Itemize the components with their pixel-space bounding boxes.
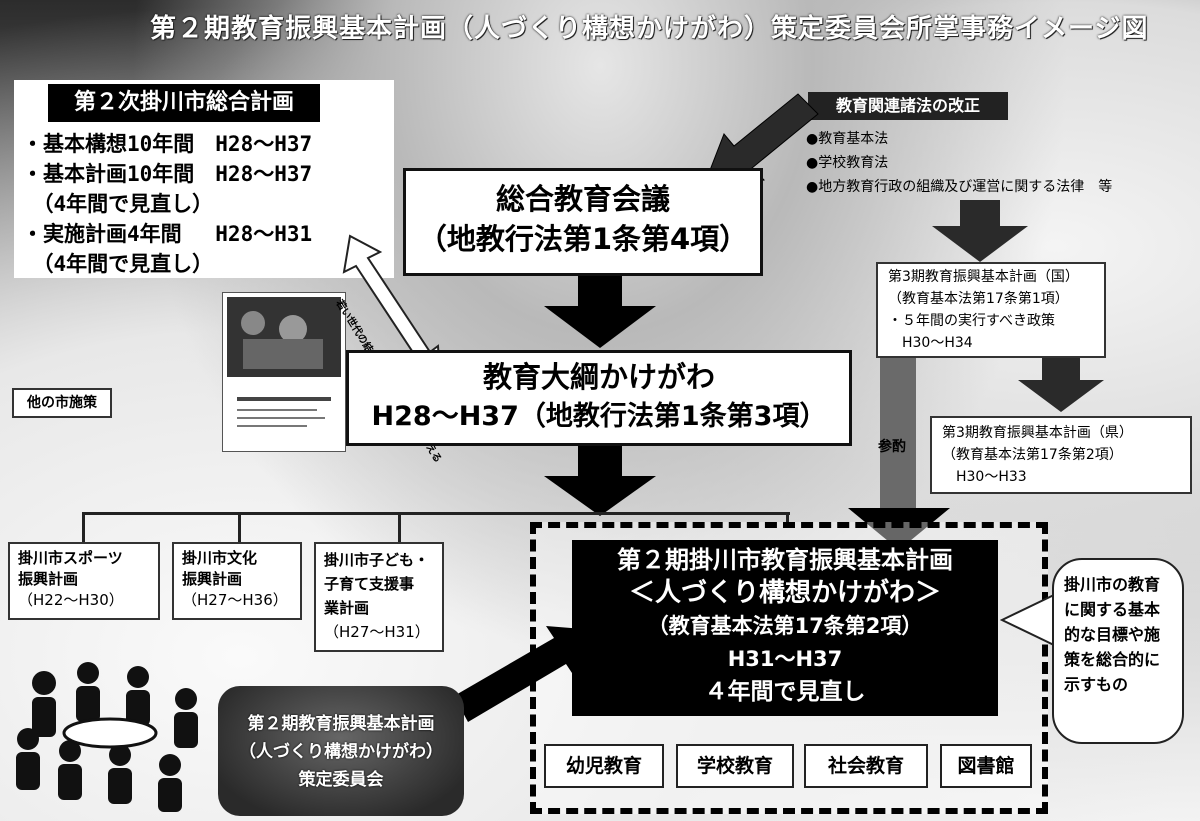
sanshaku-arrow-head — [848, 508, 950, 550]
plan-line: ・基本計画10年間 H28～H37 — [22, 162, 313, 186]
reform-item: ●教育基本法 — [806, 131, 889, 147]
culture-plan-line: 掛川市文化 — [182, 549, 258, 567]
council-title: 総合教育会議 — [495, 182, 670, 216]
taiko-title: 教育大綱かけがわ — [482, 360, 715, 394]
culture-plan-box: 掛川市文化 振興計画 （H27～H36） — [172, 542, 302, 620]
main-plan-law: （教育基本法第17条第2項） — [647, 614, 923, 638]
pref-plan-line: H30～H33 — [942, 469, 1027, 485]
comprehensive-plan-header: 第２次掛川市総合計画 — [48, 84, 320, 122]
reform-item: ●地方教育行政の組織及び運営に関する法律 等 — [806, 179, 1113, 195]
committee-line: 第２期教育振興基本計画 — [247, 714, 435, 734]
council-box: 総合教育会議 （地教行法第1条第4項） — [403, 168, 763, 276]
national-plan-line: 第3期教育振興基本計画（国） — [888, 269, 1079, 285]
sub-item-library: 図書館 — [940, 744, 1032, 788]
plan-line: ・実施計画4年間 H28～H31 — [22, 222, 313, 246]
distribution-line — [82, 512, 790, 515]
taiko-period: H28～H37（地教行法第1条第3項） — [371, 401, 827, 432]
connector-line — [82, 512, 85, 542]
reform-header: 教育関連諸法の改正 — [808, 92, 1008, 120]
national-plan-box: 第3期教育振興基本計画（国） （教育基本法第17条第1項） ・５年間の実行すべき… — [876, 262, 1106, 358]
culture-plan-period: （H27～H36） — [182, 591, 288, 609]
council-to-taiko-arrow — [544, 276, 656, 348]
taiko-down-arrow — [544, 446, 656, 516]
council-law: （地教行法第1条第4項） — [417, 222, 749, 256]
leaflet-photo-image — [227, 297, 341, 427]
national-plan-line: H30～H34 — [888, 335, 973, 351]
sports-plan-period: （H22～H30） — [18, 591, 124, 609]
committee-line: 策定委員会 — [298, 770, 384, 790]
connector-line — [398, 512, 401, 542]
sports-plan-line: 掛川市スポーツ — [18, 549, 123, 567]
main-plan-period: H31～H37 — [727, 647, 843, 671]
culture-plan-line: 振興計画 — [182, 570, 243, 588]
sub-item-early-childhood: 幼児教育 — [544, 744, 664, 788]
sanshaku-label: 参酌 — [878, 439, 906, 455]
leaflet-photo — [222, 292, 346, 452]
childcare-plan-line: 掛川市子ども・ — [324, 551, 430, 569]
national-to-pref-arrow — [1018, 358, 1104, 412]
pref-plan-line: （教育基本法第17条第2項） — [942, 447, 1123, 463]
pref-plan-line: 第3期教育振興基本計画（県） — [942, 425, 1133, 441]
committee-people-illustration — [16, 662, 198, 812]
childcare-plan-period: （H27～H31） — [324, 623, 430, 641]
committee-arrow — [454, 626, 596, 722]
reform-item: ●学校教育法 — [806, 155, 889, 171]
callout-box: 掛川市の教育に関する基本的な目標や施策を総合的に示すもの — [1052, 558, 1184, 744]
national-plan-line: ・５年間の実行すべき政策 — [888, 313, 1056, 329]
taiko-box: 教育大綱かけがわ H28～H37（地教行法第1条第3項） — [346, 350, 852, 446]
plan-line: （4年間で見直し） — [22, 192, 214, 216]
page-title: 第２期教育振興基本計画（人づくり構想かけがわ）策定委員会所掌事務イメージ図 — [150, 14, 1149, 44]
national-plan-line: （教育基本法第17条第1項） — [888, 291, 1069, 307]
main-plan-subtitle: ＜人づくり構想かけがわ＞ — [628, 578, 941, 608]
main-plan-title: 第２期掛川市教育振興基本計画 — [617, 546, 953, 574]
connector-line — [786, 512, 789, 528]
main-plan-review: ４年間で見直し — [704, 679, 866, 705]
plan-line: ・基本構想10年間 H28～H37 — [22, 132, 313, 156]
main-plan-box: 第２期掛川市教育振興基本計画 ＜人づくり構想かけがわ＞ （教育基本法第17条第2… — [572, 540, 998, 716]
reform-to-national-arrow — [932, 200, 1028, 262]
other-policy-label: 他の市施策 — [12, 388, 112, 418]
pref-plan-box: 第3期教育振興基本計画（県） （教育基本法第17条第2項） H30～H33 — [930, 416, 1192, 494]
connector-line — [238, 512, 241, 542]
childcare-plan-line: 業計画 — [324, 599, 370, 617]
sub-item-school: 学校教育 — [676, 744, 794, 788]
committee-line: （人づくり構想かけがわ） — [239, 742, 443, 762]
childcare-plan-line: 子育て支援事 — [324, 575, 415, 593]
childcare-plan-box: 掛川市子ども・ 子育て支援事 業計画 （H27～H31） — [314, 542, 444, 652]
sub-item-social: 社会教育 — [804, 744, 928, 788]
sanshaku-arrow-shaft — [880, 358, 916, 514]
sports-plan-line: 振興計画 — [18, 570, 79, 588]
committee-box: 第２期教育振興基本計画 （人づくり構想かけがわ） 策定委員会 — [218, 686, 464, 816]
plan-line: （4年間で見直し） — [22, 252, 214, 276]
sports-plan-box: 掛川市スポーツ 振興計画 （H22～H30） — [8, 542, 160, 620]
callout-pointer — [1000, 592, 1060, 648]
